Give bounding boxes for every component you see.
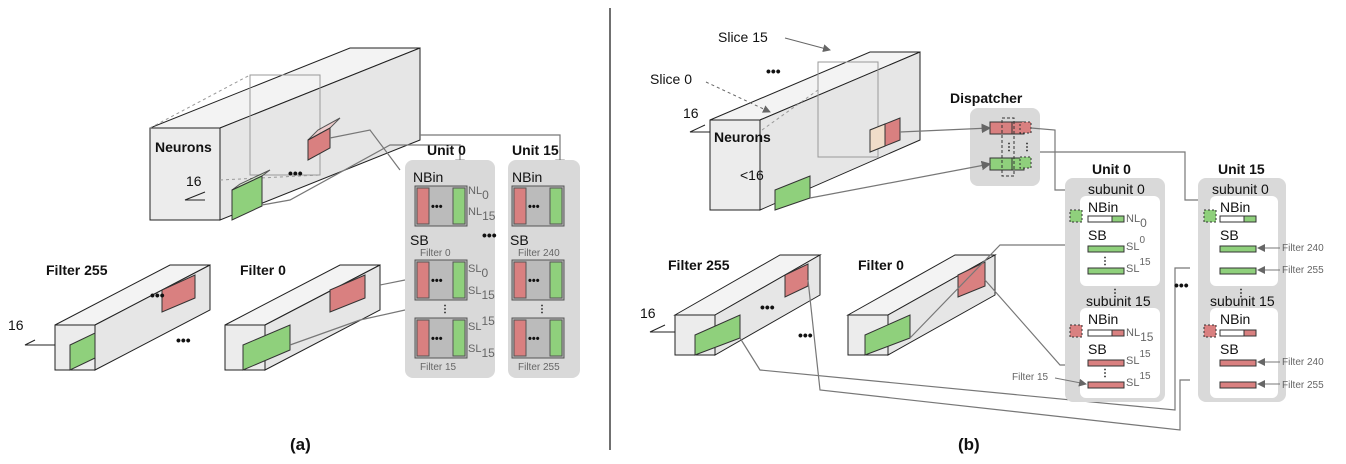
sb-label: SB	[410, 232, 429, 248]
nbin-label: NBin	[1220, 199, 1250, 215]
vertical-ellipsis: ⋮	[440, 304, 450, 315]
nbin-label: NBin	[1088, 199, 1118, 215]
subunit-0: subunit 0	[1088, 181, 1145, 197]
nbin-label: NBin	[1220, 311, 1250, 327]
neurons-depth: 16	[683, 105, 699, 121]
ellipsis: •••	[431, 333, 443, 345]
dispatcher: Dispatcher ⋮ ⋮	[950, 90, 1040, 186]
subunit-0: subunit 0	[1212, 181, 1269, 197]
filter-255-block-a: Filter 255 16 ••• •••	[8, 262, 211, 371]
sb-label: SB	[510, 232, 529, 248]
nbin-label: NBin	[512, 169, 542, 185]
sl-b: SL15	[1126, 257, 1151, 275]
filter-0-small: Filter 0	[420, 248, 451, 259]
connections-b	[739, 123, 1200, 431]
nl-15: NL15	[468, 206, 496, 223]
subunit-15: subunit 15	[1086, 293, 1151, 309]
dispatcher-label: Dispatcher	[950, 90, 1023, 106]
nbin-label: NBin	[1088, 311, 1118, 327]
nl-0: NL0	[1126, 213, 1147, 230]
ellipsis: •••	[760, 299, 775, 315]
sb-label: SB	[1220, 341, 1239, 357]
ellipsis: •••	[528, 333, 540, 345]
caption-a: (a)	[290, 435, 311, 454]
neurons-block-a: ••• Neurons 16	[149, 47, 421, 221]
unit-15-b: Unit 15 subunit 0 NBin SB Filter 240 Fil…	[1198, 161, 1324, 402]
vertical-ellipsis: ⋮	[1100, 368, 1110, 379]
ellipsis: •••	[1174, 277, 1189, 293]
unit-15-a: Unit 15 NBin ••• SB Filter 240 ••• ⋮ •••…	[508, 142, 580, 378]
vertical-ellipsis: ⋮	[1004, 142, 1014, 153]
unit-0-title: Unit 0	[427, 142, 466, 158]
sb-label: SB	[1088, 341, 1107, 357]
filter-0-label: Filter 0	[240, 262, 286, 278]
filter-depth: 16	[8, 317, 24, 333]
sl-d: SL15	[1126, 371, 1151, 389]
neurons-label: Neurons	[714, 129, 771, 145]
vertical-ellipsis: ⋮	[1110, 288, 1120, 299]
slice-0: Slice 0	[650, 71, 692, 87]
nl-15: NL15	[1126, 327, 1154, 344]
neurons-sub: <16	[740, 167, 764, 183]
filter-0-block-a: Filter 0	[224, 262, 381, 371]
filter-255-block-b: Filter 255 16 ••• •••	[640, 254, 822, 356]
unit-15-title: Unit 15	[512, 142, 559, 158]
neurons-depth: 16	[186, 173, 202, 189]
sl-15-a: SL15	[468, 314, 495, 333]
filter-240-small: Filter 240	[518, 248, 560, 259]
nl-0: NL0	[468, 185, 489, 202]
filter-255-label: Filter 255	[46, 262, 108, 278]
vertical-ellipsis: ⋮	[537, 304, 547, 315]
slice-15: Slice 15	[718, 29, 768, 45]
vertical-ellipsis: ⋮	[1022, 142, 1032, 153]
ellipsis: •••	[766, 63, 781, 79]
sl-15: SL15	[468, 285, 495, 302]
ellipsis: •••	[528, 275, 540, 287]
filter-255-label: Filter 255	[668, 257, 730, 273]
ellipsis: •••	[288, 165, 303, 181]
unit-0-b: Unit 0 subunit 0 NBin NL0 SB SL0 ⋮ SL15 …	[1012, 161, 1165, 402]
subunit-15: subunit 15	[1210, 293, 1275, 309]
sb-label: SB	[1220, 227, 1239, 243]
ellipsis: •••	[150, 287, 165, 303]
connections-a	[261, 129, 565, 346]
filter-240: Filter 240	[1282, 357, 1324, 368]
filter-240: Filter 240	[1282, 243, 1324, 254]
filter-0-label: Filter 0	[858, 257, 904, 273]
ellipsis: •••	[528, 201, 540, 213]
filter-255: Filter 255	[1282, 380, 1324, 391]
unit-15-title: Unit 15	[1218, 161, 1265, 177]
filter-255-small: Filter 255	[518, 362, 560, 373]
caption-b: (b)	[958, 435, 980, 454]
sl-a: SL0	[1126, 235, 1145, 253]
unit-0-a: Unit 0 NBin ••• NL0 NL15 SB Filter 0 •••…	[405, 142, 496, 378]
nbin-label: NBin	[413, 169, 443, 185]
panel-b: Neurons 16 <16 Slice 15 Slice 0 ••• Disp…	[640, 29, 1324, 454]
neurons-block-b: Neurons 16 <16 Slice 15 Slice 0 •••	[650, 29, 921, 211]
sb-label: SB	[1088, 227, 1107, 243]
filter-0-block-b: Filter 0	[846, 254, 997, 356]
ellipsis: •••	[176, 332, 191, 348]
unit-0-title: Unit 0	[1092, 161, 1131, 177]
panel-a: ••• Neurons 16 Filter 255 16 ••• ••• Fil…	[8, 47, 580, 454]
filter-15-small: Filter 15	[420, 362, 457, 373]
filter-depth: 16	[640, 305, 656, 321]
sl-15-b: SL15	[468, 343, 495, 360]
ellipsis: •••	[431, 275, 443, 287]
sl-c: SL15	[1126, 349, 1151, 367]
filter-255: Filter 255	[1282, 265, 1324, 276]
vertical-ellipsis: ⋮	[1100, 256, 1110, 267]
ellipsis: •••	[431, 201, 443, 213]
sl-0: SL0	[468, 263, 488, 280]
ellipsis: •••	[798, 327, 813, 343]
neurons-label: Neurons	[155, 139, 212, 155]
ellipsis: •••	[482, 227, 497, 243]
filter-15-side: Filter 15	[1012, 372, 1049, 383]
vertical-ellipsis: ⋮	[1236, 288, 1246, 299]
